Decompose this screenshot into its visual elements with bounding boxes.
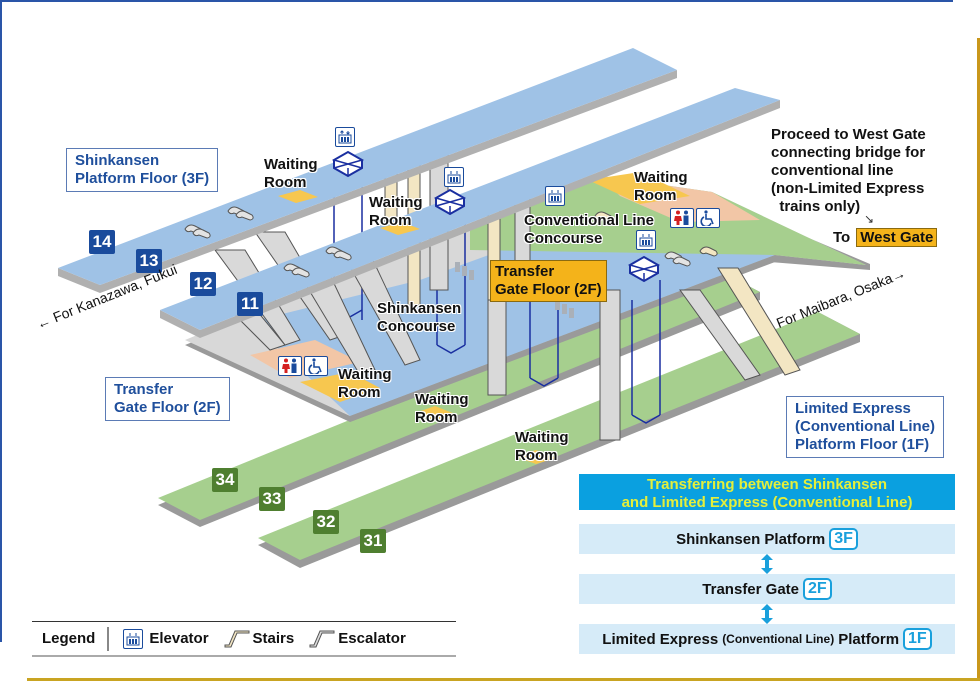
ticket-gates [455,262,574,318]
legend-item-elevator: Elevator [123,628,209,649]
escalator-icon [309,630,335,647]
platform-3f-tracks-14-13 [58,48,677,293]
legend-item-escalator: Escalator [308,629,406,649]
track-number: 34 [212,468,238,492]
to-west-gate: To West Gate [833,228,938,247]
track-number: 31 [360,529,386,553]
floor-badge: 3F [829,528,858,550]
track-number: 12 [190,272,216,296]
updown-arrow-icon [579,604,955,624]
waiting-room-3f-b [380,222,420,235]
restroom-icon [278,356,302,376]
west-gate-badge: West Gate [856,228,938,247]
track-number: 11 [237,292,263,316]
frame-bottom-border [27,678,980,681]
platform-3f-tracks-12-11 [160,88,780,338]
track-number: 14 [89,230,115,254]
transfer-step-1f: Limited Express(Conventional Line)Platfo… [579,624,955,654]
elevator-icon [636,230,656,250]
legend-item-stairs: Stairs [223,629,294,649]
elevator-icon [545,186,565,206]
track-number: 33 [259,487,285,511]
arrow-down-right-icon: ↘ [864,212,875,226]
frame-right-border [977,38,980,681]
elevator-icon [123,628,144,649]
elevator-icon [444,167,464,187]
floor-label-limited-express-1f: Limited Express(Conventional Line)Platfo… [786,396,944,458]
restroom-icon [670,208,694,228]
frame-top-border [0,0,953,2]
legend-divider [107,626,110,651]
platform-1f-tracks-32-31 [258,312,860,568]
elevator-icon [335,127,355,147]
legend: Legend Elevator Stairs Escalator [32,621,456,657]
updown-arrow-icon [579,554,955,574]
floor-badge: 2F [803,578,832,600]
stairs-icon [224,630,250,647]
track-number: 13 [136,249,162,273]
floor-badge: 1F [903,628,932,650]
track-number: 32 [313,510,339,534]
to-label: To [833,229,851,246]
accessible-icon [696,208,720,228]
accessible-icon [304,356,328,376]
frame-left-border [0,0,2,642]
legend-title: Legend [42,630,96,647]
waiting-room-3f-a [278,190,318,203]
waiting-room-1f-b [516,450,556,464]
west-gate-note: Proceed to West Gate connecting bridge f… [771,126,926,215]
waiting-room-1f-a [415,406,455,420]
